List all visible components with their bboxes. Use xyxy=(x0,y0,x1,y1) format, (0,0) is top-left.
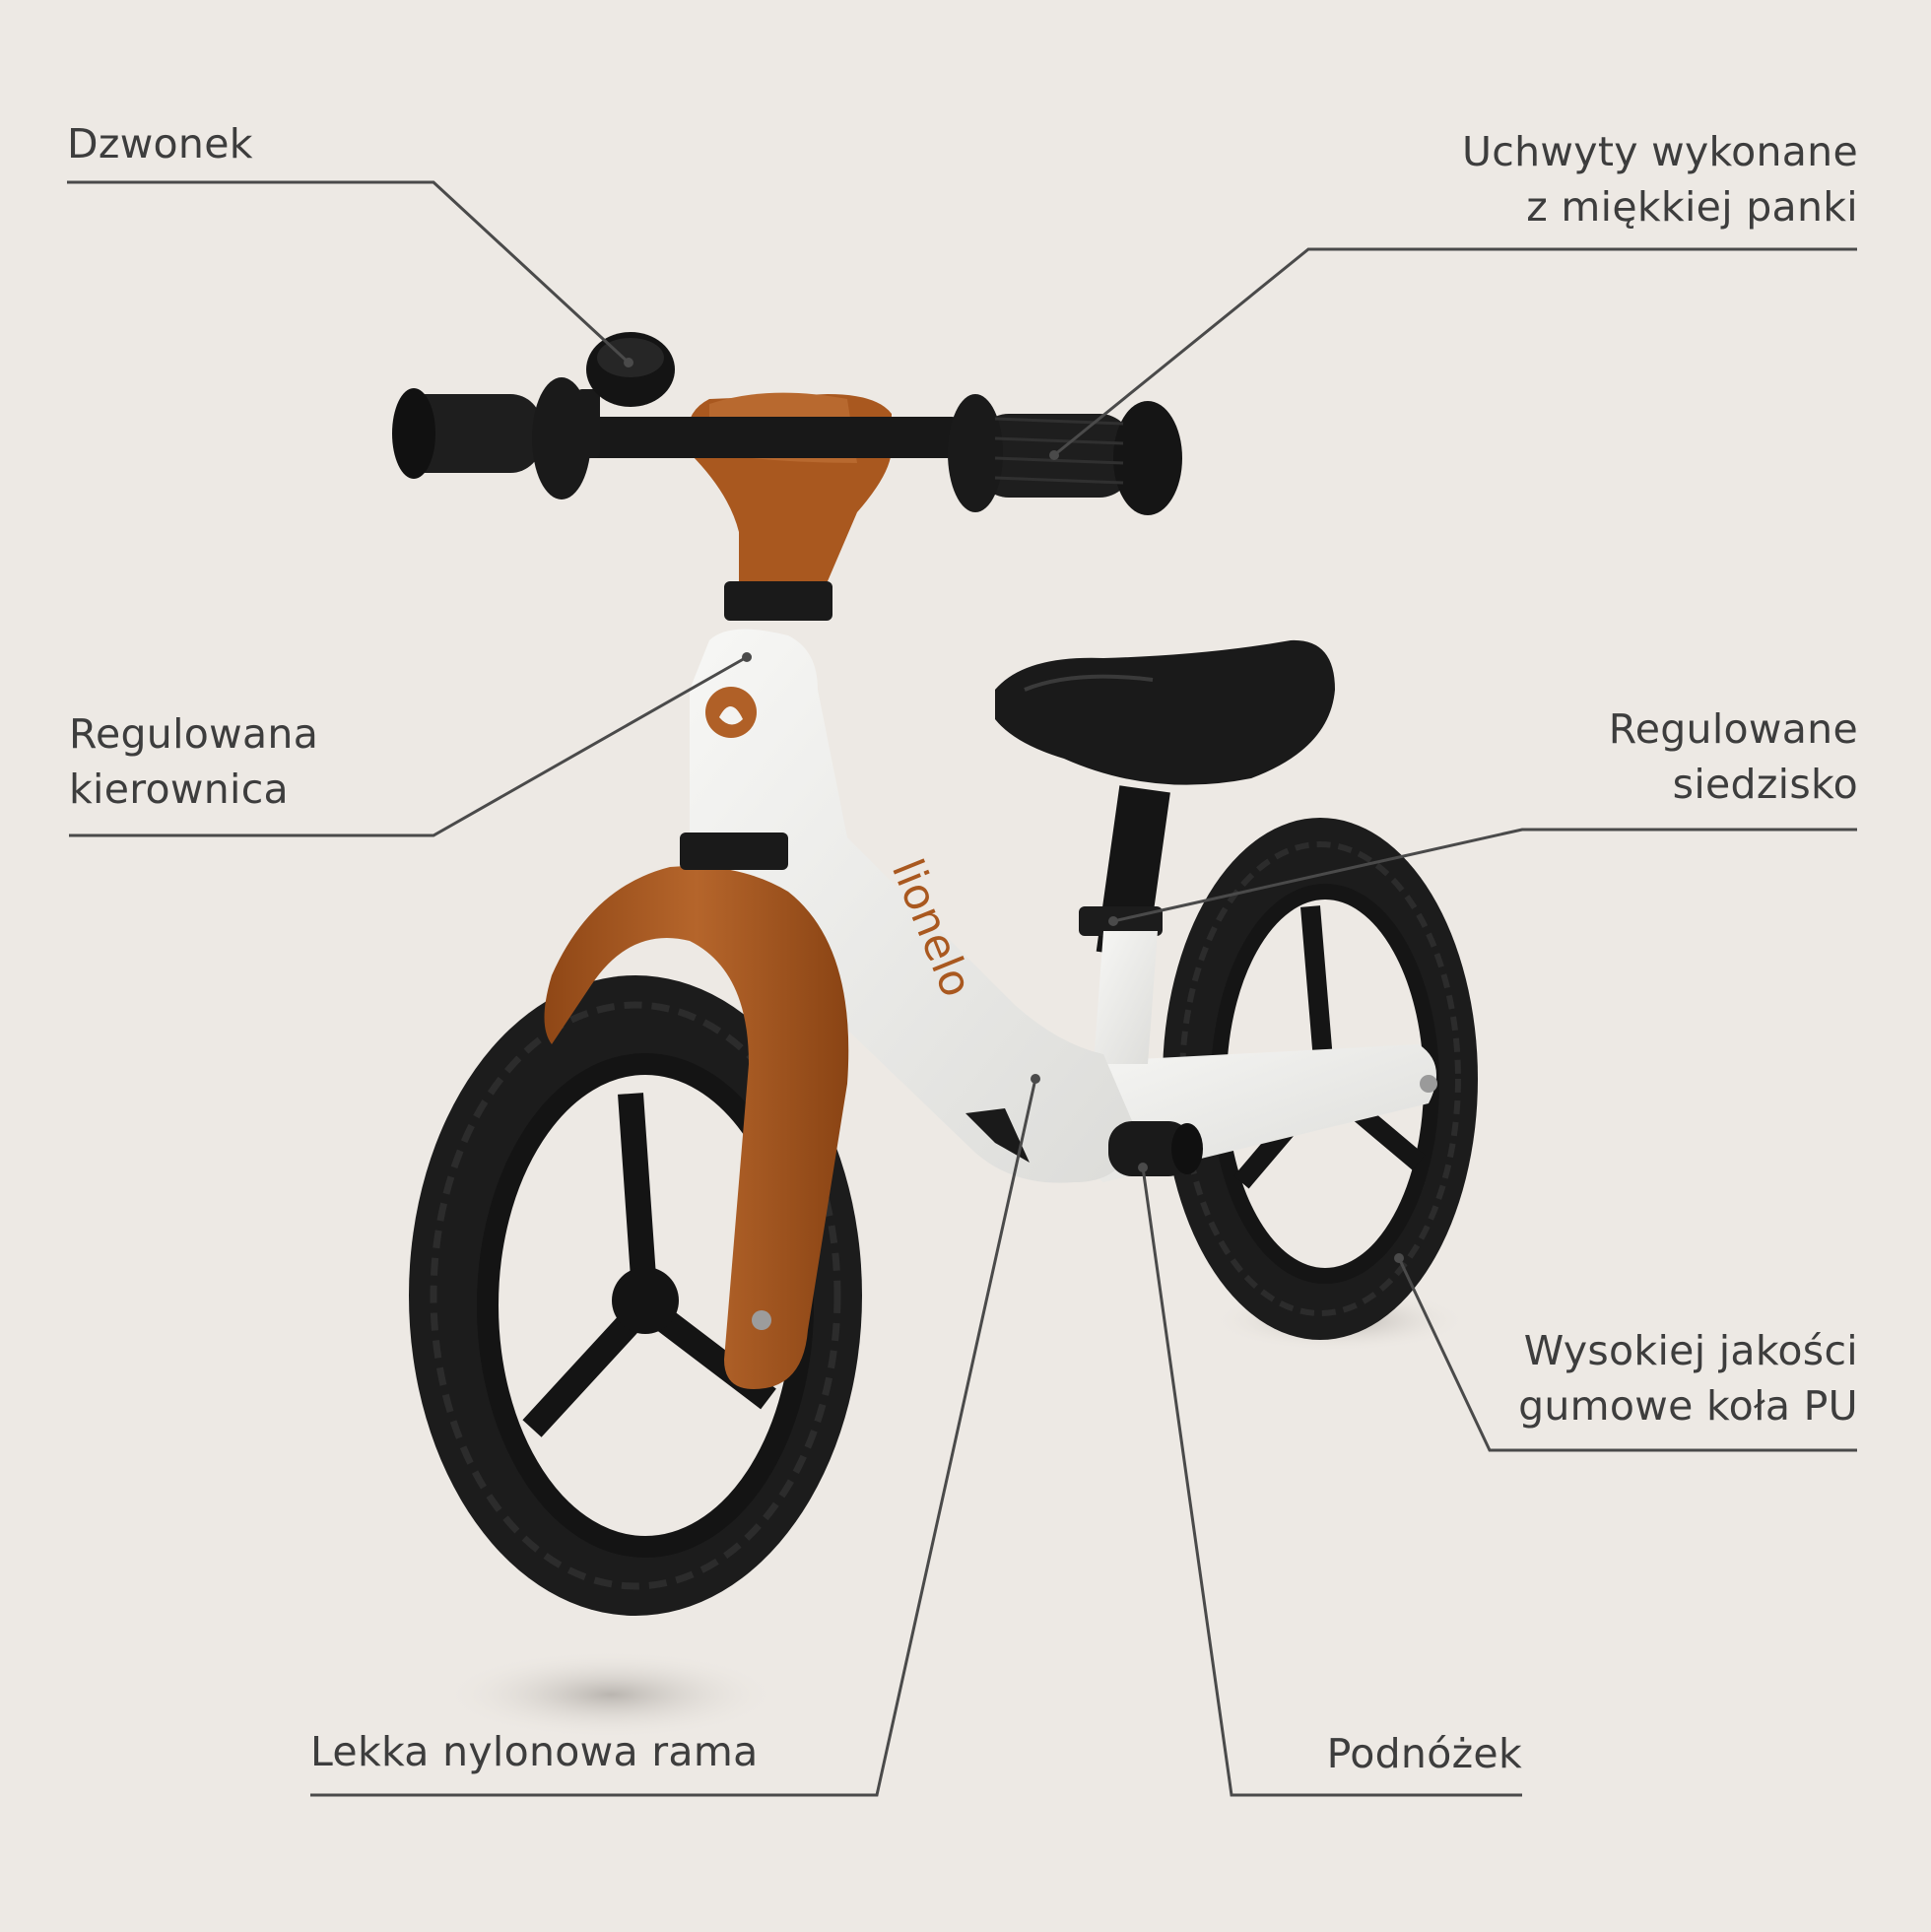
leader-grips xyxy=(1053,247,1857,457)
leader-footrest xyxy=(1141,1166,1522,1797)
leader-handlebar xyxy=(69,655,748,837)
footrest-peg xyxy=(966,1108,1203,1176)
callout-wheels: Wysokiej jakości gumowe koła PU xyxy=(1518,1327,1858,1430)
front-wheel-shadow xyxy=(443,1650,778,1739)
leader-frame xyxy=(310,1078,1037,1797)
leader-wheels xyxy=(1397,1257,1857,1452)
rear-axle-bolt xyxy=(1420,1075,1437,1093)
anchor-bell xyxy=(624,358,633,367)
headset-ring-lower xyxy=(680,833,788,870)
anchor-handlebar xyxy=(742,652,752,662)
callout-bell: Dzwonek xyxy=(67,120,253,167)
callout-frame: Lekka nylonowa rama xyxy=(310,1728,759,1775)
anchor-frame xyxy=(1031,1074,1040,1084)
callout-handlebar: Regulowana kierownica xyxy=(69,710,319,813)
leader-bell xyxy=(67,180,631,365)
front-fork xyxy=(544,866,849,1389)
fork-axle-bolt xyxy=(752,1310,771,1330)
anchor-wheels xyxy=(1394,1253,1404,1263)
callout-seat: Regulowane siedzisko xyxy=(1608,705,1858,808)
leader-lines xyxy=(67,180,1857,1797)
headset-ring-upper xyxy=(724,581,832,621)
anchor-footrest xyxy=(1138,1163,1148,1172)
anchor-seat xyxy=(1108,916,1118,926)
anchor-grips xyxy=(1049,450,1059,460)
callout-footrest: Podnóżek xyxy=(1326,1730,1522,1777)
main-frame xyxy=(690,629,1133,1183)
callout-grips: Uchwyty wykonane z miękkiej panki xyxy=(1462,128,1858,231)
bell-icon xyxy=(576,332,675,458)
lionelo-logo-icon xyxy=(705,687,757,738)
leader-seat xyxy=(1112,828,1857,923)
